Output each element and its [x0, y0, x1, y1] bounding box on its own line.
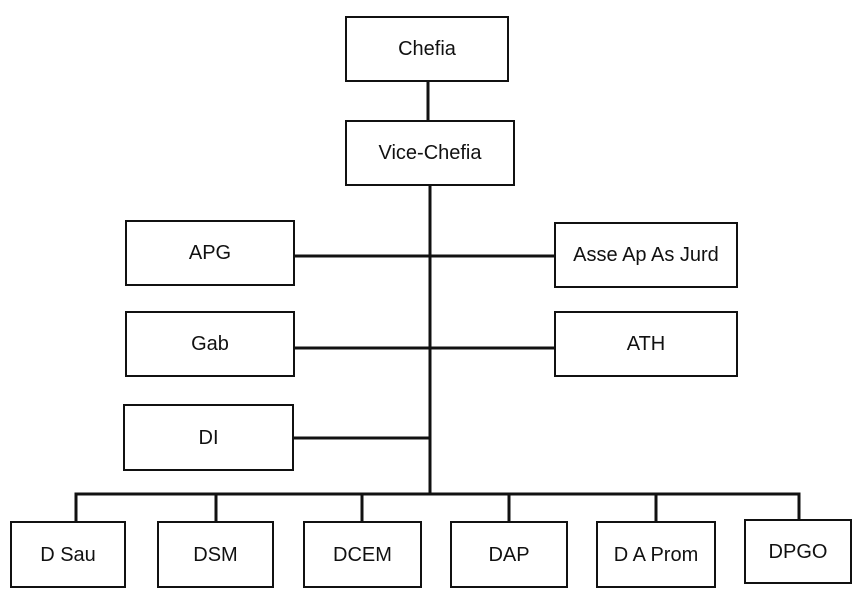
node-label: ATH [626, 333, 666, 355]
node-label: DCEM [333, 543, 392, 566]
node-label: DI [198, 426, 219, 449]
node-dpgo: DPGO [744, 519, 852, 584]
node-d-a-prom: D A Prom [596, 521, 716, 588]
node-label: APG [188, 242, 232, 264]
node-vice-chefia: Vice-Chefia [345, 120, 515, 186]
node-ath: ATH [554, 311, 738, 377]
node-label: DPGO [768, 540, 828, 563]
node-label: Chefia [398, 38, 456, 60]
node-label: Gab [191, 333, 229, 355]
node-label: D Sau [40, 543, 96, 566]
node-dsm: DSM [157, 521, 274, 588]
node-asse-ap-as-jurd: Asse Ap As Jurd [554, 222, 738, 288]
node-label: DAP [488, 543, 530, 566]
node-gab: Gab [125, 311, 295, 377]
node-d-sau: D Sau [10, 521, 126, 588]
node-label: D A Prom [613, 543, 699, 566]
node-dcem: DCEM [303, 521, 422, 588]
node-dap: DAP [450, 521, 568, 588]
node-label: Asse Ap As Jurd [573, 244, 719, 266]
node-label: Vice-Chefia [378, 142, 482, 164]
node-label: DSM [193, 543, 238, 566]
node-chefia: Chefia [345, 16, 509, 82]
node-apg: APG [125, 220, 295, 286]
node-di: DI [123, 404, 294, 471]
